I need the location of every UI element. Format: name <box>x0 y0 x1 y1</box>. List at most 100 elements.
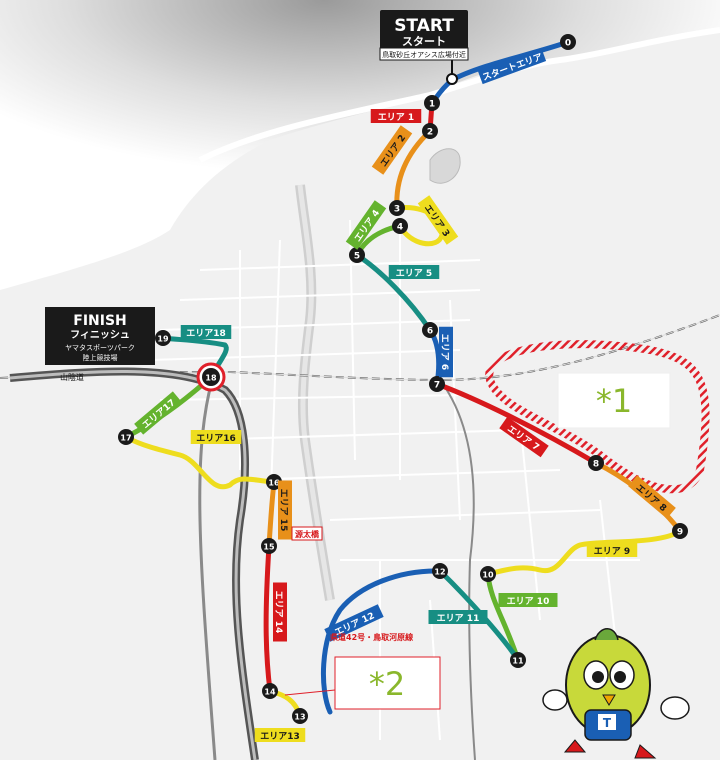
area-label-text: エリア 10 <box>507 596 550 607</box>
area-label-text: エリア 15 <box>278 489 289 532</box>
area-label-text: エリア 5 <box>396 268 432 279</box>
area-label-text: エリア 6 <box>439 334 450 370</box>
finish-location-line2: 陸上競技場 <box>83 353 118 362</box>
area-label-text: エリア13 <box>260 731 300 742</box>
start-location: 鳥取砂丘オアシス広場付近 <box>382 50 466 59</box>
area-label-15: エリア 15 <box>278 480 292 540</box>
area-label-5: エリア 5 <box>388 265 440 279</box>
area-label-text: エリア16 <box>196 433 236 444</box>
start-subtitle: スタート <box>402 35 446 48</box>
segment-9 <box>485 528 683 577</box>
checkpoint-number: 16 <box>268 479 280 488</box>
zone-1-outline <box>485 340 710 494</box>
checkpoint-number: 10 <box>482 571 494 580</box>
checkpoint-4: 4 <box>392 218 408 234</box>
checkpoint-number: 15 <box>263 543 275 552</box>
highway-inner <box>9 370 257 760</box>
checkpoint-number: 3 <box>394 205 400 215</box>
checkpoint-number: 2 <box>427 128 433 138</box>
lake <box>429 148 461 184</box>
river-sendai-inner <box>297 184 333 601</box>
area-label-13: エリア13 <box>254 728 306 742</box>
segment-16 <box>123 434 277 490</box>
note-2-box: *2 <box>284 656 441 710</box>
note-1-label: *1 <box>596 382 632 420</box>
checkpoint-17: 17 <box>118 429 134 445</box>
checkpoint-2: 2 <box>422 123 438 139</box>
checkpoint-6: 6 <box>422 322 438 338</box>
checkpoint-12: 12 <box>432 563 448 579</box>
checkpoint-5: 5 <box>349 247 365 263</box>
checkpoint-11: 11 <box>510 652 526 668</box>
checkpoint-0: 0 <box>560 34 576 50</box>
prefectural-road-label: 県道42号・鳥取河原線 <box>330 632 413 642</box>
area-label-6: エリア 6 <box>439 326 453 378</box>
checkpoint-number: 18 <box>205 374 217 383</box>
segment-2 <box>394 128 433 211</box>
checkpoint-number: 12 <box>434 568 445 577</box>
area-label-10: エリア 10 <box>498 593 558 607</box>
svg-text:T: T <box>603 716 612 730</box>
checkpoint-number: 19 <box>157 335 169 344</box>
finish-title: FINISH <box>73 313 127 329</box>
area-label-9: エリア 9 <box>586 543 638 557</box>
start-title: START <box>394 16 454 36</box>
finish-callout: FINISH フィニッシュ ヤマタスポーツパーク 陸上競技場 <box>45 307 155 365</box>
checkpoint-15: 15 <box>261 538 277 554</box>
note-2-label: *2 <box>369 665 405 703</box>
start-callout: START スタート 鳥取砂丘オアシス広場付近 <box>379 10 469 85</box>
checkpoint-1: 1 <box>424 95 440 111</box>
area-label-text: エリア 9 <box>594 546 630 557</box>
checkpoint-number: 4 <box>397 223 403 233</box>
checkpoint-number: 8 <box>593 460 599 470</box>
area-label-16: エリア16 <box>190 430 242 444</box>
checkpoint-number: 7 <box>434 381 440 391</box>
checkpoint-8: 8 <box>588 455 604 471</box>
area-label-text: エリア 14 <box>273 591 284 634</box>
checkpoint-19: 19 <box>155 330 171 346</box>
segment-5 <box>354 252 433 333</box>
segment-14 <box>263 543 273 694</box>
finish-location-line1: ヤマタスポーツパーク <box>65 343 135 352</box>
area-label-14: エリア 14 <box>273 582 287 642</box>
checkpoint-number: 9 <box>677 528 683 538</box>
area-label-18: エリア18 <box>180 325 232 339</box>
checkpoint-13: 13 <box>292 708 308 724</box>
mascot-illustration: T <box>542 628 690 759</box>
checkpoint-number: 14 <box>264 688 276 697</box>
checkpoint-number: 0 <box>565 39 571 49</box>
road-west <box>198 369 217 760</box>
rail-south <box>439 379 476 760</box>
highway-label: 山陰道 <box>60 372 84 382</box>
start-marker <box>446 73 458 85</box>
finish-subtitle: フィニッシュ <box>70 329 130 341</box>
area-label-text: エリア 11 <box>437 613 480 624</box>
checkpoint-14: 14 <box>262 683 278 699</box>
bridge-label-box: 源太橋 <box>291 526 323 541</box>
checkpoint-number: 11 <box>512 657 524 666</box>
area-label-text: エリア 1 <box>378 112 414 123</box>
checkpoint-number: 6 <box>427 327 433 337</box>
bridge-label: 源太橋 <box>295 529 320 539</box>
segment-7 <box>434 381 599 466</box>
area-label-1: エリア 1 <box>370 109 422 123</box>
area-label-11: エリア 11 <box>428 610 488 624</box>
sea <box>0 0 720 290</box>
note-1-box: *1 <box>557 372 671 429</box>
checkpoint-number: 17 <box>120 434 131 443</box>
checkpoint-10: 10 <box>480 566 496 582</box>
checkpoint-18: 18 <box>196 362 226 392</box>
checkpoint-number: 5 <box>354 252 360 262</box>
checkpoint-3: 3 <box>389 200 405 216</box>
checkpoint-9: 9 <box>672 523 688 539</box>
segment-12 <box>321 568 443 715</box>
checkpoint-number: 1 <box>429 100 435 110</box>
segment-18 <box>160 335 229 380</box>
checkpoint-number: 13 <box>294 713 305 722</box>
area-label-text: エリア18 <box>186 328 226 339</box>
checkpoint-7: 7 <box>429 376 445 392</box>
